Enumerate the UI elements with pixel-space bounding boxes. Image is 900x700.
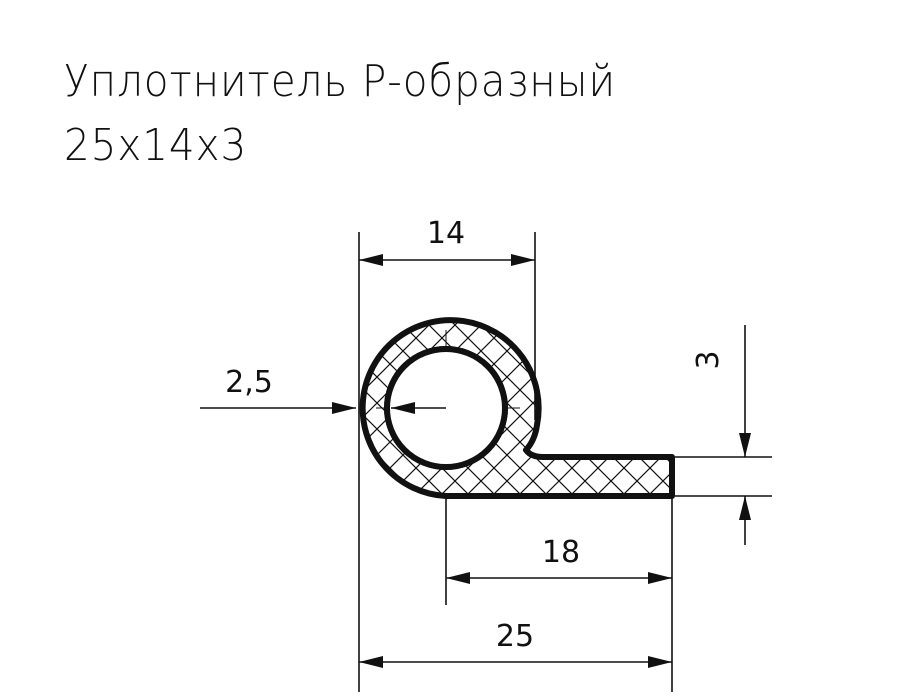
dimension-label-tail: 18 (542, 535, 580, 570)
title-line-2: 25x14x3 (64, 120, 248, 171)
dimension-label-total: 25 (496, 619, 534, 654)
dimension-label-thickness: 3 (691, 350, 726, 369)
title-line-1: Уплотнитель Р-образный (64, 56, 617, 107)
dimension-label-14: 14 (427, 216, 465, 251)
dimension-label-wall: 2,5 (225, 365, 273, 400)
